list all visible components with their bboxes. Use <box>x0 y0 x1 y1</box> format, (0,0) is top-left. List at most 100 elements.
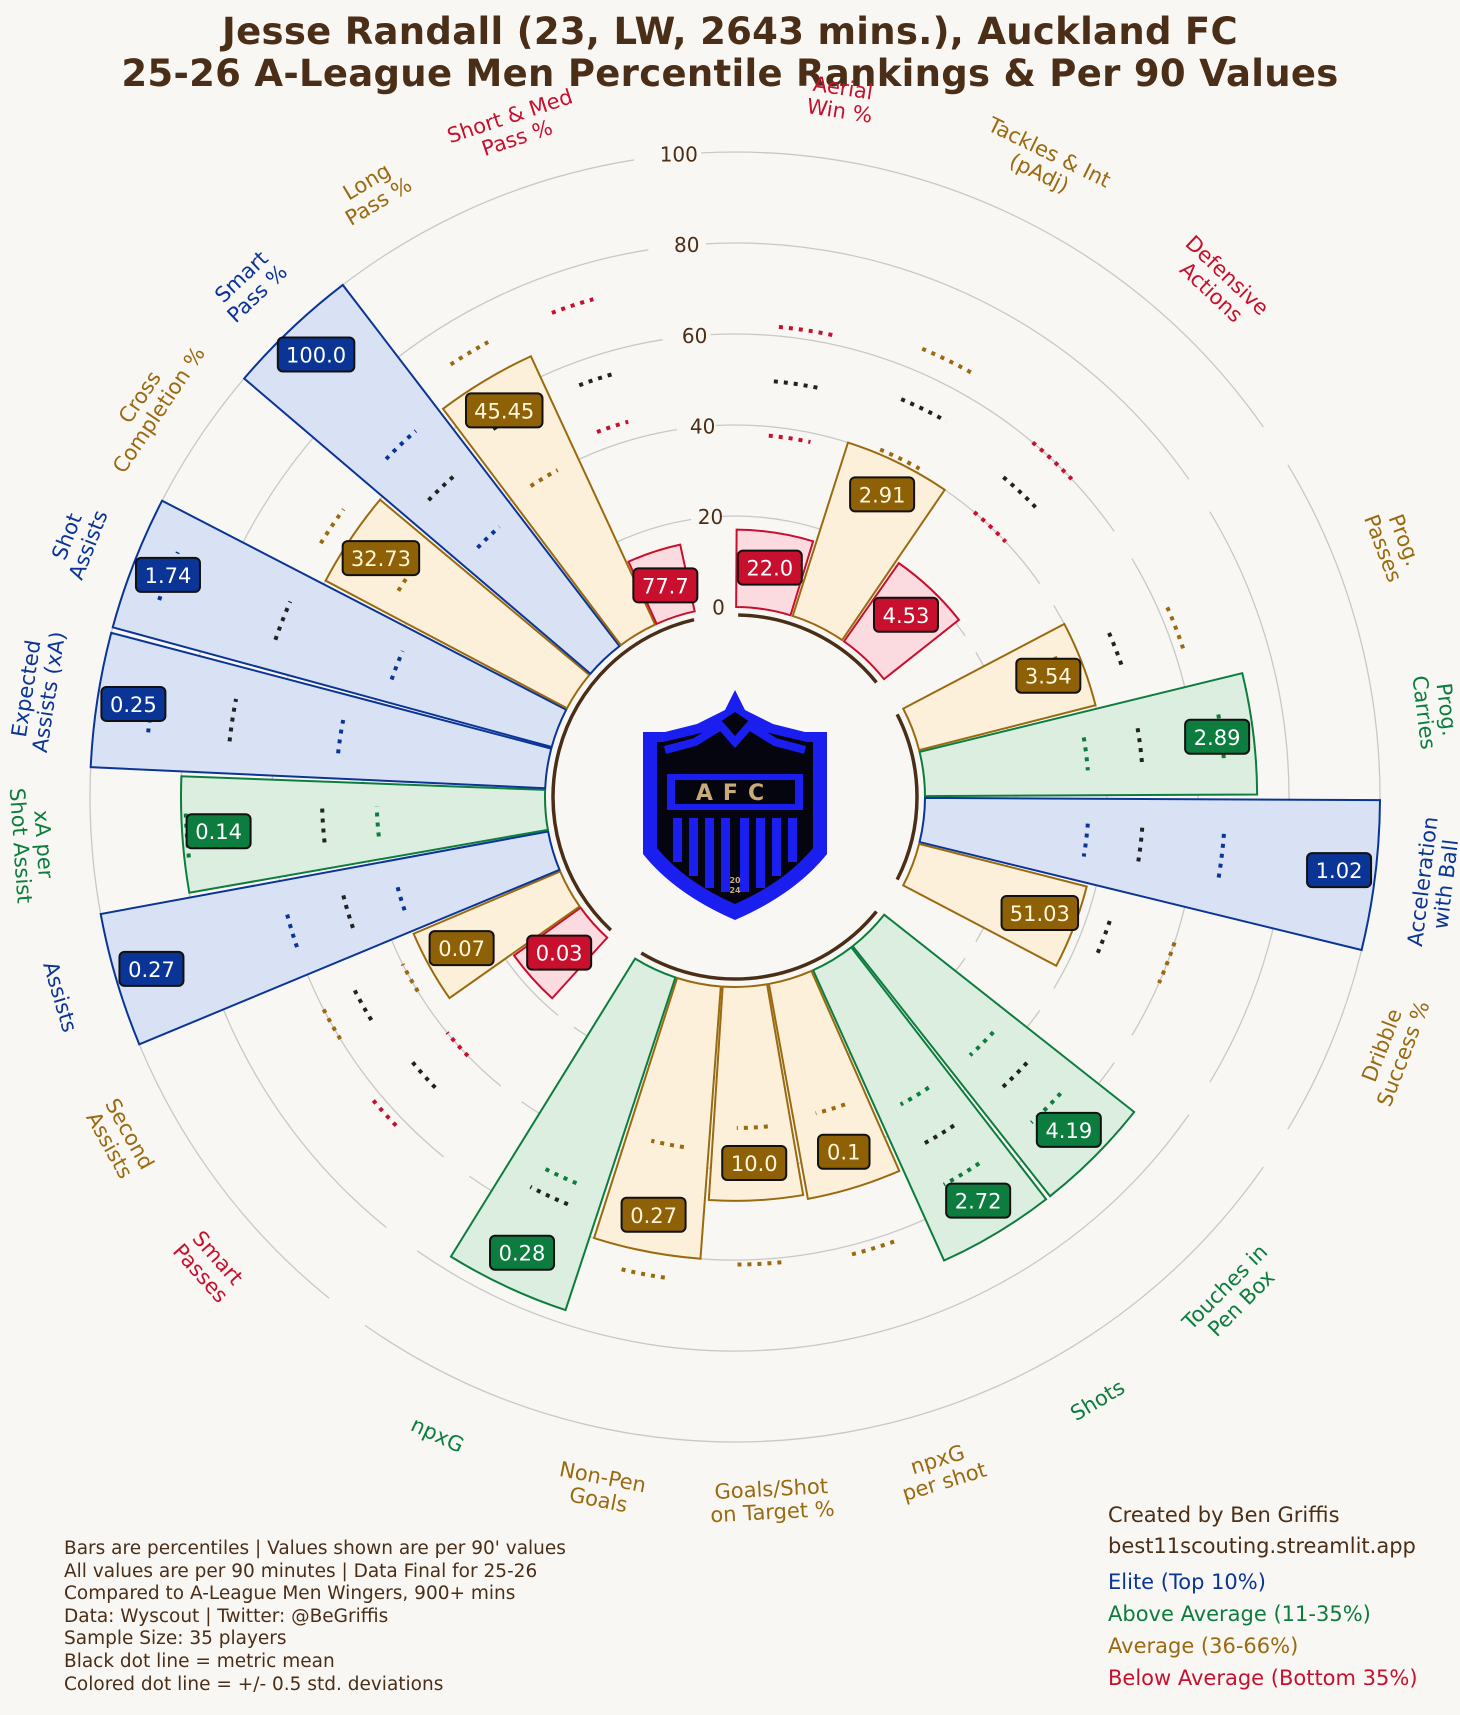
chart-title-line-2: 25-26 A-League Men Percentile Rankings &… <box>121 52 1339 95</box>
mean-dot-line <box>1135 827 1145 867</box>
value-box: 2.91 <box>849 476 916 513</box>
bar-8 <box>811 945 1048 1262</box>
sd-dot-line <box>1216 833 1226 880</box>
value-box: 0.27 <box>620 1196 687 1233</box>
metric-label: xA perShot Assist <box>5 786 60 905</box>
sd-dot-line <box>972 510 1008 544</box>
chart-notes: Bars are percentiles | Values shown are … <box>64 1538 566 1696</box>
sd-dot-line <box>157 551 180 601</box>
sd-dot-line <box>650 1138 685 1150</box>
crest-text: AFC <box>696 781 774 806</box>
auckland-fc-crest-icon: AFC 20 24 <box>643 690 827 920</box>
sd-dot-line <box>319 508 346 545</box>
value-box: 4.53 <box>872 596 939 633</box>
mean-dot-line <box>1002 475 1041 512</box>
sd-dot-line <box>529 468 559 488</box>
value-box: 0.07 <box>428 930 495 967</box>
sd-dot-line <box>1157 941 1177 984</box>
value-label: 77.7 <box>642 574 689 598</box>
grid-arc <box>416 1114 1190 1352</box>
metric-label: Prog.Carries <box>1407 671 1460 750</box>
mean-dot-line <box>492 408 527 431</box>
grid-arc <box>1209 511 1290 1083</box>
sd-dot-line <box>942 1161 981 1187</box>
value-box: 3.54 <box>1015 657 1082 694</box>
value-box: 0.25 <box>100 685 167 722</box>
mean-dot-line <box>773 379 823 391</box>
note-line: Compared to A-League Men Wingers, 900+ m… <box>64 1583 516 1605</box>
hub-arc <box>738 613 878 684</box>
value-label: 2.89 <box>1194 726 1241 750</box>
note-line: Black dot line = metric mean <box>64 1650 335 1672</box>
metric-label: AerialWin % <box>805 71 877 127</box>
sd-dot-line <box>899 1085 930 1107</box>
hub-arc <box>551 617 695 932</box>
hub-arc <box>640 910 878 981</box>
sd-dot-line <box>968 1030 995 1057</box>
value-box: 2.72 <box>945 1182 1012 1219</box>
note-line: Data: Wyscout | Twitter: @BeGriffis <box>64 1605 389 1627</box>
value-label: 100.0 <box>286 344 346 368</box>
value-box: 0.27 <box>118 950 185 987</box>
radial-tick-label: 40 <box>690 414 715 438</box>
value-label: 0.27 <box>630 1204 677 1228</box>
metric-label: Prog.Passes <box>1359 503 1428 586</box>
sd-dot-line <box>1030 1092 1063 1125</box>
value-label: 22.0 <box>746 557 793 581</box>
sd-dot-line <box>879 447 921 471</box>
crest-year-top: 20 <box>729 876 741 885</box>
mean-dot-line <box>227 698 239 742</box>
bar-12 <box>449 957 677 1312</box>
sd-dot-line <box>146 682 158 733</box>
metric-label: Goals/Shoton Target % <box>709 1474 836 1527</box>
value-box: 10.0 <box>721 1144 788 1181</box>
grid-arc <box>701 151 1264 428</box>
metric-label: CrossCompletion % <box>89 329 210 477</box>
hub-arc <box>895 713 919 881</box>
bar-16 <box>180 775 550 894</box>
mean-dot-line <box>341 894 355 929</box>
sd-dot-line <box>445 1031 470 1058</box>
bar-3 <box>901 622 1097 752</box>
credit-url: best11scouting.streamlit.app <box>1108 1534 1416 1558</box>
radial-tick-label: 80 <box>674 233 699 257</box>
bar-14 <box>412 870 582 1000</box>
note-line: Colored dot line = +/- 0.5 std. deviatio… <box>64 1673 444 1695</box>
value-box: 45.45 <box>464 392 544 429</box>
value-box: 51.03 <box>1000 895 1080 932</box>
value-box: 0.14 <box>185 813 252 850</box>
crest-year-bottom: 24 <box>729 886 741 895</box>
metric-label: ShotAssists <box>43 499 113 583</box>
metric-label: SecondAssists <box>80 1094 159 1184</box>
note-line: All values are per 90 minutes | Data Fin… <box>64 1560 538 1582</box>
mean-dot-line <box>320 807 327 843</box>
sd-dot-line <box>336 719 346 754</box>
sd-dot-line <box>596 419 629 434</box>
mean-dot-line <box>427 473 456 502</box>
sd-dot-line <box>1081 737 1090 771</box>
sd-dot-line <box>368 1094 398 1128</box>
value-label: 0.03 <box>536 942 583 966</box>
sd-dot-line <box>815 1102 846 1116</box>
sd-dot-line <box>476 525 501 550</box>
sd-dot-line <box>1031 440 1074 481</box>
value-label: 0.25 <box>110 693 157 717</box>
chart-title-line-1: Jesse Randall (23, LW, 2643 mins.), Auck… <box>222 10 1238 53</box>
mean-dot-line <box>921 1123 956 1147</box>
metric-label: Touches inPen Box <box>1177 1240 1289 1352</box>
legend-elite: Elite (Top 10%) <box>1108 1570 1266 1594</box>
sd-dot-line <box>384 429 418 461</box>
credit-block: Created by Ben Griffis best11scouting.st… <box>1108 1500 1416 1562</box>
sd-dot-line <box>394 881 407 911</box>
sd-dot-line <box>1081 823 1090 857</box>
radial-tick-label: 60 <box>682 324 707 348</box>
sd-dot-line <box>400 963 420 993</box>
bar-18 <box>111 499 568 749</box>
value-label: 4.19 <box>1045 1119 1092 1143</box>
metric-label: npxGper shot <box>893 1436 990 1506</box>
note-line: Bars are percentiles | Values shown are … <box>64 1538 566 1559</box>
metric-label: SmartPass % <box>207 243 292 327</box>
value-label: 0.14 <box>195 820 242 844</box>
value-label: 0.07 <box>438 937 485 961</box>
